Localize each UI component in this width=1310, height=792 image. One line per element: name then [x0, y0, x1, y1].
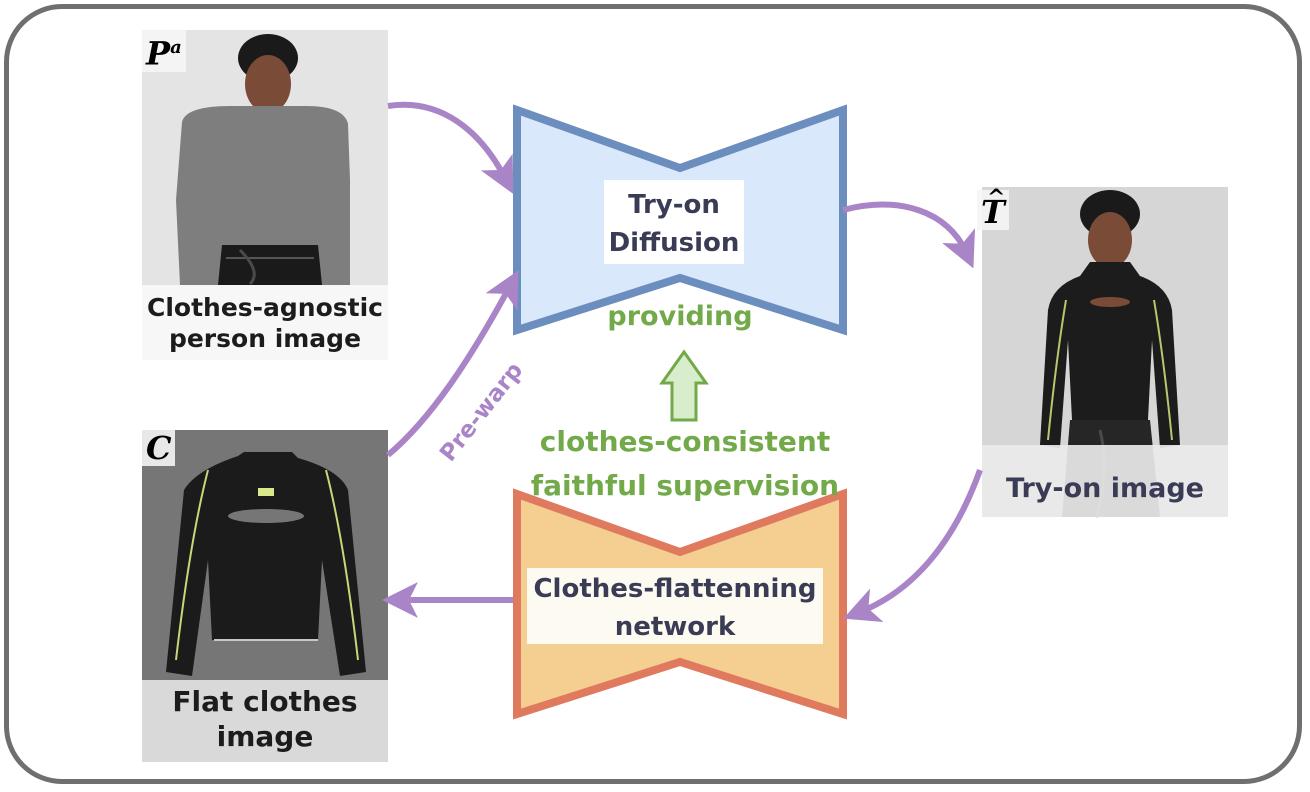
arrow-prewarp — [386, 270, 519, 458]
providing-label: providing — [607, 301, 753, 332]
arrow-person-to-diffusion — [387, 101, 514, 194]
symbol-person: Pa — [142, 30, 186, 72]
tryon-image — [982, 187, 1228, 518]
person-image-caption: Clothes-agnostic person image — [146, 293, 383, 354]
symbol-tryon: ^ T — [977, 185, 1009, 230]
arrow-tryon-to-flattening — [843, 468, 983, 623]
supervision-label: clothes-consistent faithful supervision — [530, 425, 840, 502]
symbol-clothes: C — [142, 430, 176, 466]
tryon-image-caption: Try-on image — [1006, 473, 1204, 504]
person-image — [142, 30, 388, 360]
flat-clothes-image — [142, 430, 388, 762]
arrow-diffusion-to-tryon — [842, 201, 976, 269]
supervision-arrow — [659, 349, 709, 422]
flat-image-caption: Flat clothes image — [172, 685, 358, 753]
diffusion-label-box — [604, 180, 744, 264]
flattening-label: Clothes-flattenning network — [533, 574, 817, 642]
flattening-label-box — [527, 568, 823, 644]
diffusion-label: Try-on Diffusion — [608, 190, 740, 258]
